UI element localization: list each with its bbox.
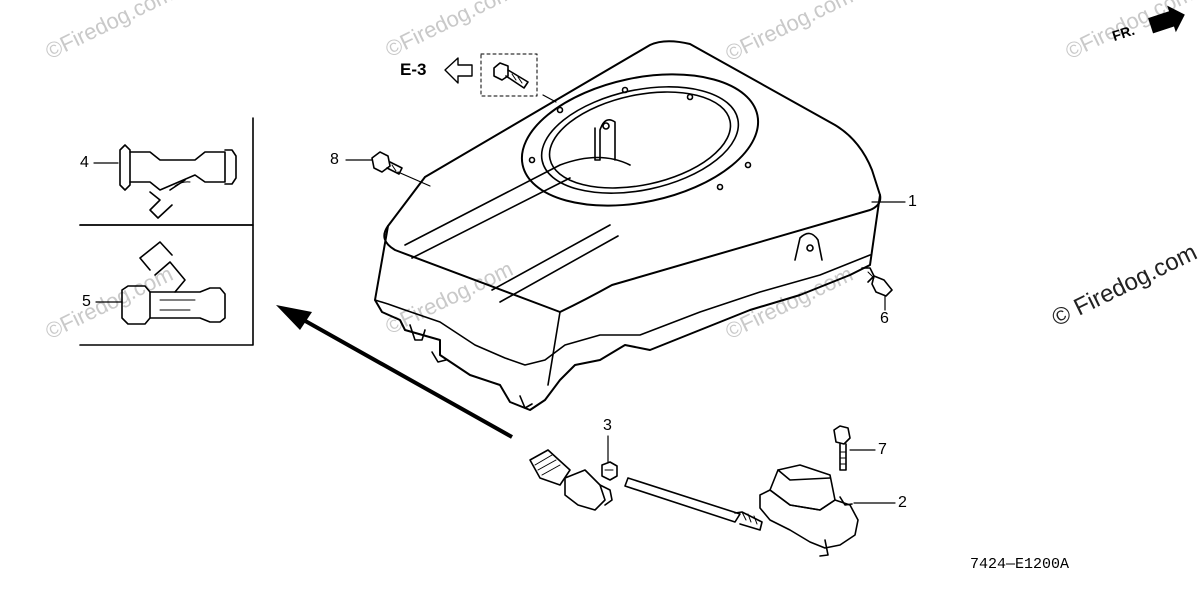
bolt-e3-reference	[480, 53, 538, 97]
callout-5: 5	[82, 293, 91, 310]
inset-frames	[79, 117, 254, 346]
callout-7: 7	[878, 441, 887, 458]
spark-plug-cap	[529, 449, 613, 511]
nut-part-3	[601, 461, 618, 481]
callout-8: 8	[330, 151, 339, 168]
callout-4: 4	[80, 154, 89, 171]
bolt-part-7	[833, 425, 851, 471]
callout-1: 1	[908, 193, 917, 210]
section-reference: E-3	[400, 60, 427, 79]
fitting-part-5	[121, 241, 226, 325]
diagram-code: 7424—E1200A	[970, 556, 1070, 573]
bolt-part-8	[371, 151, 403, 175]
assembly-arrow-icon	[276, 305, 513, 439]
blower-housing	[374, 40, 882, 411]
callout-2: 2	[898, 494, 907, 511]
leader-lines	[93, 94, 906, 504]
callout-3: 3	[603, 417, 612, 434]
fitting-part-4	[119, 144, 237, 219]
bolt-part-6	[861, 267, 893, 297]
reference-arrow-icon	[444, 57, 473, 84]
callout-6: 6	[880, 310, 889, 327]
ignition-coil-part-2	[624, 464, 859, 557]
front-direction-arrow-icon	[1148, 5, 1185, 34]
